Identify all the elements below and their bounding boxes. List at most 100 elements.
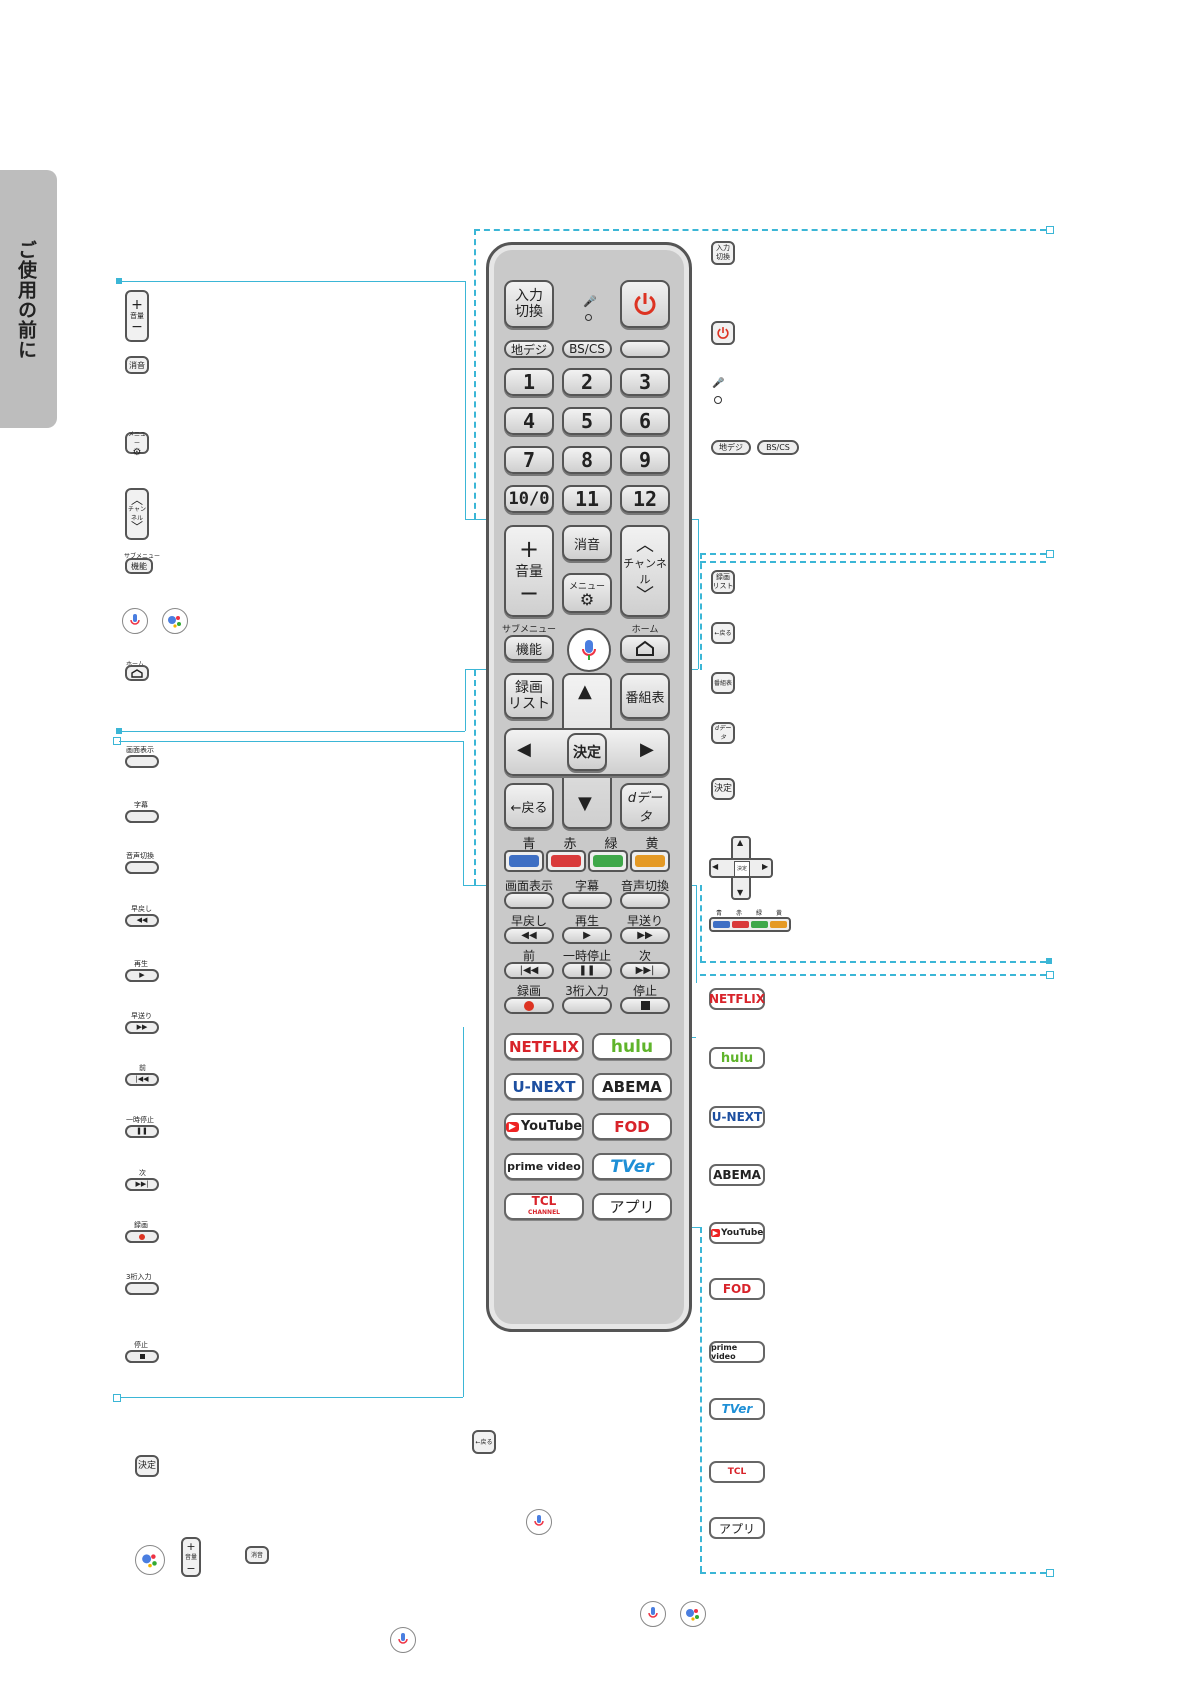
previous-button[interactable]: |◀◀ <box>504 962 554 979</box>
left-arrow-icon[interactable]: ◀ <box>517 739 531 760</box>
green-button[interactable] <box>588 850 628 872</box>
recorded-list-button[interactable]: 録画 リスト <box>504 673 554 719</box>
voice-button[interactable] <box>567 628 611 672</box>
fast-forward-button[interactable]: ▶▶ <box>620 927 670 944</box>
three-digit-button[interactable] <box>562 997 612 1014</box>
play-mini-label: 再生 <box>134 959 148 969</box>
number-button-6[interactable]: 6 <box>620 407 670 435</box>
fod-button[interactable]: FOD <box>592 1113 672 1140</box>
tcl-channel-sub: CHANNEL <box>528 1207 560 1218</box>
display-button[interactable] <box>504 892 554 909</box>
next-mini-icon: ▶▶| <box>125 1178 159 1191</box>
function-button[interactable]: 機能 <box>504 635 554 661</box>
color-keys-icon <box>709 917 791 932</box>
volume-up-icon[interactable]: + <box>519 537 539 561</box>
record-button[interactable] <box>504 997 554 1014</box>
volume-down-icon[interactable]: − <box>519 581 539 605</box>
record-mini-label: 録画 <box>134 1220 148 1230</box>
mute-button[interactable]: 消音 <box>562 525 612 561</box>
subtitle-button[interactable] <box>562 892 612 909</box>
ok-button[interactable]: 決定 <box>567 733 607 771</box>
abema-button[interactable]: ABEMA <box>592 1073 672 1100</box>
back-button[interactable]: ←戻る <box>504 783 554 829</box>
tcl-icon: TCL <box>709 1461 765 1483</box>
display-mini-icon <box>125 755 159 768</box>
prev-mini-label: 前 <box>139 1063 146 1073</box>
volume-rocker[interactable]: + 音量 − <box>504 525 554 617</box>
netflix-button[interactable]: NETFLIX <box>504 1033 584 1060</box>
play-mini-icon: ▶ <box>125 969 159 982</box>
input-switch-icon: 入力 切換 <box>711 241 735 265</box>
apps-button[interactable]: アプリ <box>592 1193 672 1220</box>
number-button-4[interactable]: 4 <box>504 407 554 435</box>
power-button[interactable] <box>620 280 670 328</box>
terrestrial-button[interactable]: 地デジ <box>504 340 554 358</box>
right-arrow-icon[interactable]: ▶ <box>640 739 654 760</box>
play-button[interactable]: ▶ <box>562 927 612 944</box>
bscs-button[interactable]: BS/CS <box>562 340 612 358</box>
microphone-icon <box>122 608 148 634</box>
number-button-10[interactable]: 10/0 <box>504 485 554 513</box>
tver-button[interactable]: TVer <box>592 1153 672 1180</box>
channel-rocker[interactable]: ︿ チャンネル ﹀ <box>620 525 670 617</box>
number-button-3[interactable]: 3 <box>620 368 670 396</box>
unext-button[interactable]: U-NEXT <box>504 1073 584 1100</box>
mic-indicator-icon <box>714 396 722 404</box>
microphone-icon: 🎤 <box>583 295 597 308</box>
google-assistant-icon <box>680 1601 706 1627</box>
back-icon: ←戻る <box>711 622 735 644</box>
next-button[interactable]: ▶▶| <box>620 962 670 979</box>
channel-down-icon[interactable]: ﹀ <box>636 587 654 605</box>
back-icon-bottom: ←戻る <box>472 1430 496 1454</box>
hulu-icon: hulu <box>709 1047 765 1069</box>
stop-button[interactable] <box>620 997 670 1014</box>
menu-button[interactable]: メニュー ⚙ <box>562 573 612 613</box>
youtube-button[interactable]: ▶YouTube <box>504 1113 584 1140</box>
number-button-7[interactable]: 7 <box>504 446 554 474</box>
pause-button[interactable]: ❚❚ <box>562 962 612 979</box>
program-guide-icon: 番組表 <box>711 672 735 694</box>
number-button-2[interactable]: 2 <box>562 368 612 396</box>
blue-button[interactable] <box>504 850 544 872</box>
program-guide-button[interactable]: 番組表 <box>620 673 670 719</box>
d-data-button[interactable]: dデータ <box>620 783 670 829</box>
channel-icon: ︿チャンネル﹀ <box>125 488 149 540</box>
home-button[interactable] <box>620 635 670 661</box>
channel-up-icon[interactable]: ︿ <box>636 537 654 555</box>
google-assistant-icon <box>162 608 188 634</box>
rewind-button[interactable]: ◀◀ <box>504 927 554 944</box>
audio-switch-button[interactable] <box>620 892 670 909</box>
mic-indicator <box>585 314 592 321</box>
number-button-1[interactable]: 1 <box>504 368 554 396</box>
bscs-icon: BS/CS <box>757 440 799 455</box>
recorded-list-icon: 録画 リスト <box>711 570 735 594</box>
youtube-label: YouTube <box>521 1119 582 1134</box>
stop-mini-icon <box>125 1350 159 1363</box>
yellow-button[interactable] <box>630 850 670 872</box>
microphone-icon <box>581 639 597 661</box>
blank-button[interactable] <box>620 340 670 358</box>
number-button-12[interactable]: 12 <box>620 485 670 513</box>
up-arrow-icon[interactable]: ▲ <box>578 681 592 702</box>
red-button[interactable] <box>546 850 586 872</box>
function-icon: 機能 <box>125 558 153 574</box>
rewind-icon: ◀◀ <box>521 930 536 941</box>
number-button-9[interactable]: 9 <box>620 446 670 474</box>
number-button-8[interactable]: 8 <box>562 446 612 474</box>
audio-mini-icon <box>125 861 159 874</box>
record-icon <box>524 1001 534 1011</box>
microphone-icon <box>526 1509 552 1535</box>
menu-gear-icon: メニュー⚙ <box>125 432 149 454</box>
hulu-button[interactable]: hulu <box>592 1033 672 1060</box>
number-button-11[interactable]: 11 <box>562 485 612 513</box>
prime-video-button[interactable]: prime video <box>504 1153 584 1180</box>
power-icon <box>711 321 735 345</box>
abema-icon: ABEMA <box>709 1164 765 1186</box>
down-arrow-icon[interactable]: ▼ <box>578 793 592 814</box>
number-button-5[interactable]: 5 <box>562 407 612 435</box>
apps-icon: アプリ <box>709 1517 765 1539</box>
channel-label: チャンネル <box>622 555 668 587</box>
youtube-icon: ▶YouTube <box>709 1222 765 1244</box>
input-switch-button[interactable]: 入力 切換 <box>504 280 554 328</box>
